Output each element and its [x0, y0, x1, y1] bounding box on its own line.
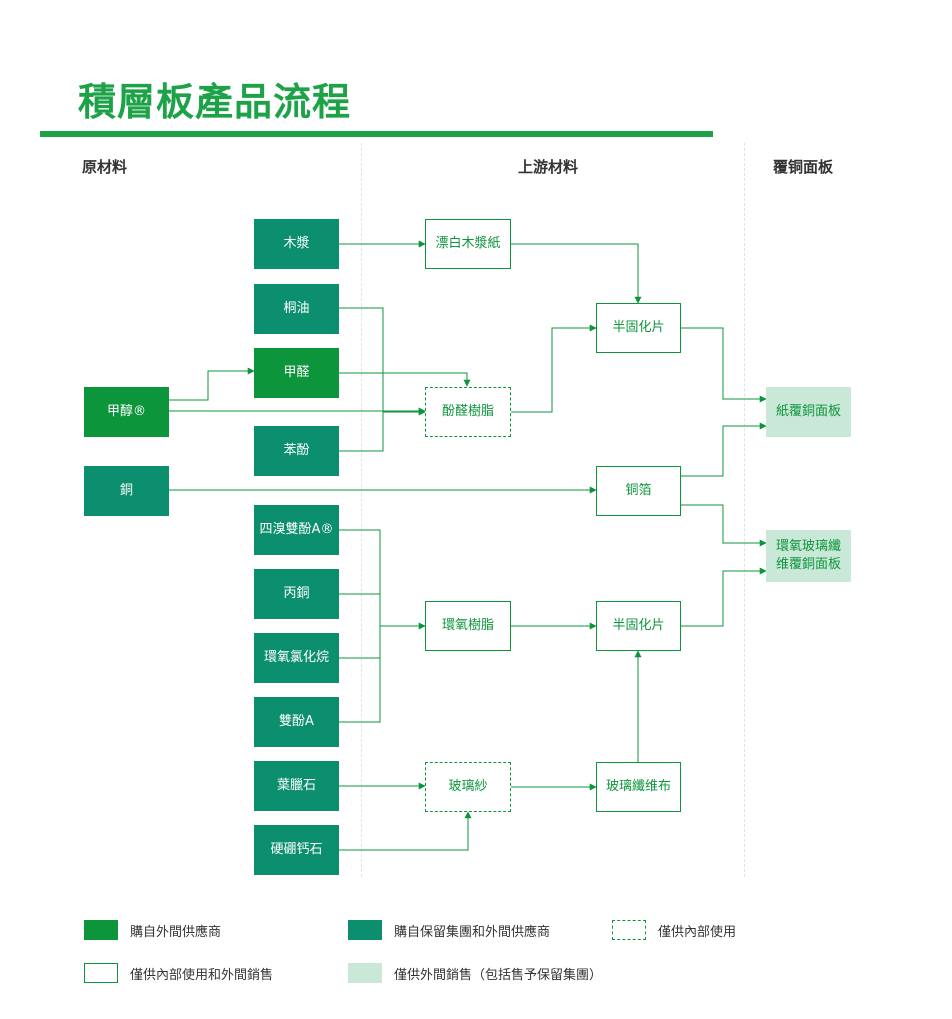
connector-paper-to-prepreg — [511, 243, 642, 304]
legend-label: 購自外間供應商 — [130, 924, 222, 940]
legend-label: 僅供外間銷售（包括售予保留集團） — [394, 967, 603, 983]
legend-label: 僅供內部使用和外間銷售 — [130, 967, 274, 983]
node-epoxy-glass-ccl-line2: 维覆銅面板 — [775, 557, 841, 572]
node-pyrophyllite: 葉臘石 — [254, 761, 339, 811]
legend-item-external-suppliers: 購自外間供應商 — [84, 920, 221, 940]
connector-methanol-to-formaldehyde — [169, 367, 255, 401]
connector-foil-to-paper-ccl — [681, 422, 767, 477]
page-title: 積層板產品流程 — [78, 80, 352, 124]
connector-phenolic-to-prepreg — [511, 324, 597, 413]
column-divider — [361, 143, 362, 877]
node-prepreg-paper: 半固化片 — [596, 303, 681, 353]
node-wood-pulp: 木漿 — [254, 219, 339, 269]
node-tbba: 四溴雙酚A® — [254, 505, 339, 555]
node-copper-foil: 铜箔 — [596, 466, 681, 516]
node-bleached-kraft-paper: 漂白木漿紙 — [425, 219, 511, 269]
legend-item-group-and-external-suppliers: 購自保留集團和外間供應商 — [348, 920, 550, 940]
connector-borocalcite-to-yarn — [339, 811, 472, 851]
legend-label: 僅供內部使用 — [658, 924, 737, 940]
legend-label: 購自保留集團和外間供應商 — [394, 924, 551, 940]
node-copper: 銅 — [84, 466, 169, 516]
node-methanol: 甲醇® — [84, 387, 169, 437]
legend-swatch-teal-green — [348, 920, 382, 940]
legend-swatch-light-green — [348, 963, 382, 983]
column-header-copper-clad-laminate: 覆铜面板 — [773, 158, 834, 176]
node-prepreg-glass: 半固化片 — [596, 601, 681, 651]
node-paper-ccl: 紙覆銅面板 — [766, 387, 851, 437]
column-divider — [744, 143, 745, 877]
legend-swatch-dashed — [612, 920, 646, 940]
node-epoxy-glass-ccl: 環氧玻璃纖 维覆銅面板 — [766, 530, 851, 582]
legend-item-internal-use-only: 僅供內部使用 — [612, 920, 736, 940]
node-phenol: 苯酚 — [254, 426, 339, 476]
node-acetone: 丙銅 — [254, 569, 339, 619]
node-epoxy-glass-ccl-line1: 環氧玻璃纖 — [775, 539, 841, 554]
node-epichlorohydrin: 環氧氯化烷 — [254, 633, 339, 683]
legend-item-internal-and-external-sales: 僅供內部使用和外間銷售 — [84, 963, 273, 983]
node-bisphenol-a: 雙酚A — [254, 697, 339, 747]
connector-prepreg-to-paper-ccl — [681, 327, 767, 403]
column-header-upstream-materials: 上游材料 — [518, 158, 579, 176]
legend-swatch-outlined — [84, 963, 118, 983]
legend-item-external-sales-only: 僅供外間銷售（包括售予保留集團） — [348, 963, 602, 983]
node-epoxy-resin: 環氧樹脂 — [425, 601, 511, 651]
connector-tungoil-phenol-bracket — [339, 307, 384, 452]
connector-epoxy-raw-bracket — [339, 529, 381, 723]
node-borocalcite: 硬硼钙石 — [254, 825, 339, 875]
legend-swatch-dark-green — [84, 920, 118, 940]
node-formaldehyde: 甲醛 — [254, 348, 339, 398]
connector-prepreg2-to-epoxy-ccl — [681, 567, 767, 627]
connector-formaldehyde-to-phenolic — [339, 372, 471, 387]
node-phenolic-resin: 酚醛樹脂 — [425, 387, 511, 437]
title-underline — [40, 131, 713, 137]
node-glass-yarn: 玻璃紗 — [425, 762, 511, 812]
node-tung-oil: 桐油 — [254, 284, 339, 334]
column-header-raw-materials: 原材料 — [82, 158, 128, 176]
node-glass-cloth: 玻璃纖维布 — [596, 762, 681, 812]
connector-foil-to-epoxy-ccl — [681, 504, 767, 547]
